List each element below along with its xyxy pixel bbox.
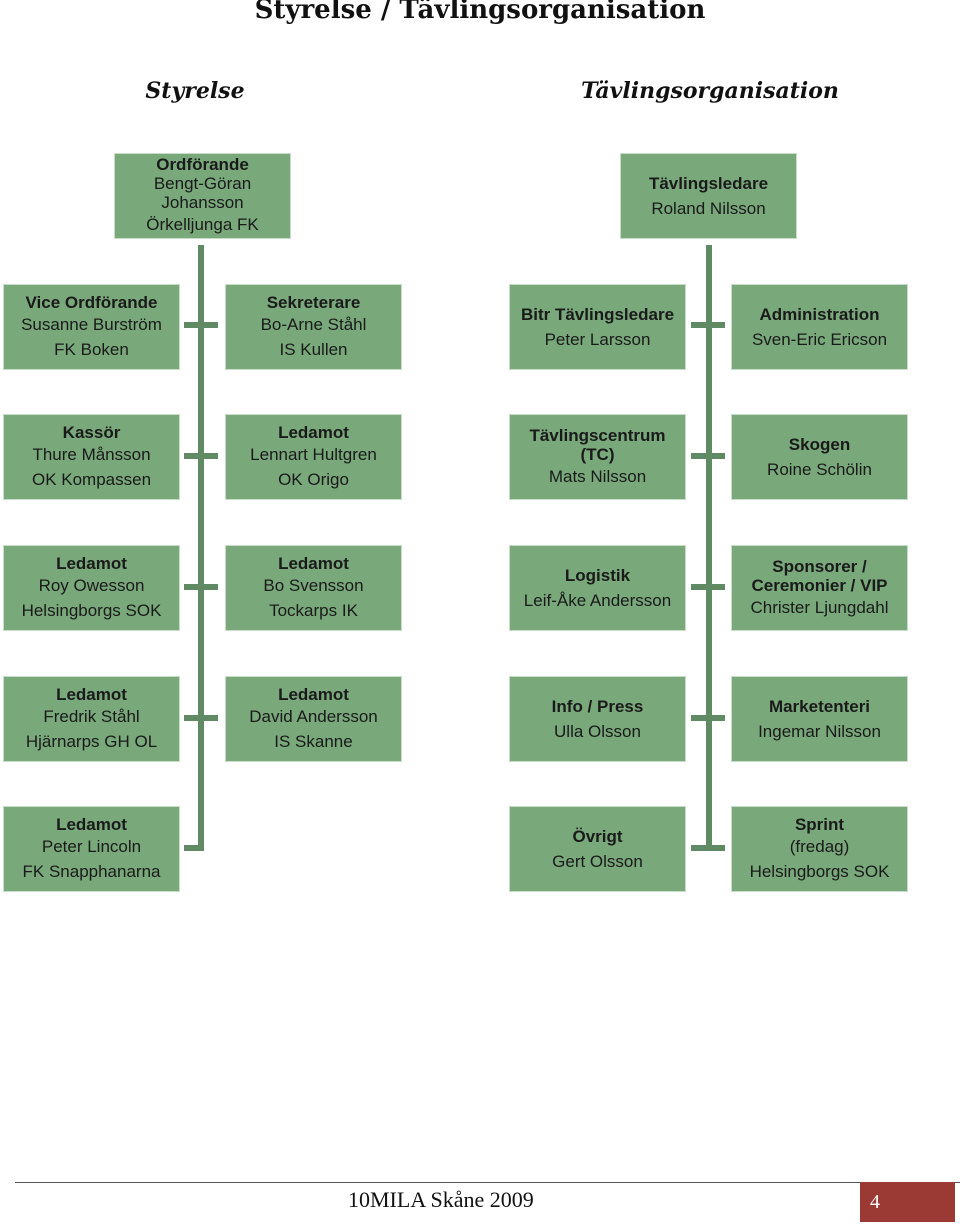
role-label: Tävlingsledare [648,174,769,193]
role-label: Bitr Tävlingsledare [520,305,675,324]
page-number: 4 [860,1182,955,1222]
box-text: Helsingborgs SOK [21,600,162,620]
role-label: Kassör [62,422,121,442]
tavling-trunk-line [706,245,712,851]
box-text: OK Origo [278,469,349,489]
box-text: Susanne Burström [21,314,162,334]
role-label: Sekreterare [266,292,361,312]
connector-line [184,584,218,590]
footer-text: 10MILA Skåne 2009 [348,1187,534,1212]
box-text: Örkelljunga FK [146,215,259,234]
styrelse-trunk-line [198,245,204,851]
role-label: Vice Ordförande [25,292,158,312]
role-label: Ledamot [278,553,349,573]
role-label: Övrigt [572,827,623,846]
box-text: Bo-Arne Ståhl [260,314,367,334]
connector-line [184,322,218,328]
org-box-tavlingsledare: Tävlingsledare Roland Nilsson [620,153,797,239]
org-box-marketenteri: Marketenteri Ingemar Nilsson [731,676,908,762]
role-label: Logistik [564,566,631,585]
role-label: Ledamot [278,422,349,442]
org-box-administration: Administration Sven-Eric Ericson [731,284,908,370]
box-text: Lennart Hultgren [250,444,377,464]
org-box-ovrigt: Övrigt Gert Olsson [509,806,686,892]
box-text: Fredrik Ståhl [43,706,140,726]
connector-line [691,322,725,328]
box-text: IS Skanne [274,731,353,751]
styrelse-title: Styrelse [145,78,245,104]
org-box-ledamot: Ledamot David Andersson IS Skanne [225,676,402,762]
org-box-kassor: Kassör Thure Månsson OK Kompassen [3,414,180,500]
org-box-sponsorer: Sponsorer / Ceremonier / VIP Christer Lj… [731,545,908,631]
org-box-skogen: Skogen Roine Schölin [731,414,908,500]
org-box-logistik: Logistik Leif-Åke Andersson [509,545,686,631]
org-box-ledamot: Ledamot Bo Svensson Tockarps IK [225,545,402,631]
box-text: Leif-Åke Andersson [523,591,672,610]
box-text: Hjärnarps GH OL [25,731,158,751]
role-label: Sponsorer / Ceremonier / VIP [751,556,888,595]
box-text: Bengt-Göran Johansson [153,174,252,212]
role-label: Ledamot [56,684,127,704]
role-label: Ordförande [156,155,249,174]
box-text: Gert Olsson [552,852,643,871]
box-text: Helsingborgs SOK [749,861,890,881]
box-text: Roland Nilsson [651,199,766,218]
box-text: Ingemar Nilsson [758,722,881,741]
box-text: IS Kullen [279,339,348,359]
role-label: Skogen [788,435,851,454]
page-title: Styrelse / Tävlingsorganisation [254,0,706,25]
connector-line [691,584,725,590]
box-text: (fredag) [789,836,850,856]
role-label: Tävlingscentrum (TC) [529,425,666,464]
box-text: Ulla Olsson [554,722,641,741]
box-text: Mats Nilsson [548,466,647,486]
box-text: Tockarps IK [269,600,358,620]
org-box-ordforande: Ordförande Bengt-Göran Johansson Örkellj… [114,153,291,239]
box-text: Roy Owesson [38,575,145,595]
connector-line [184,715,218,721]
role-label: Marketenteri [768,697,871,716]
org-box-ledamot: Ledamot Roy Owesson Helsingborgs SOK [3,545,180,631]
org-box-bitr-tavlingsledare: Bitr Tävlingsledare Peter Larsson [509,284,686,370]
org-box-sekreterare: Sekreterare Bo-Arne Ståhl IS Kullen [225,284,402,370]
role-label: Ledamot [56,553,127,573]
role-label: Ledamot [278,684,349,704]
org-box-sprint: Sprint (fredag) Helsingborgs SOK [731,806,908,892]
org-box-ledamot: Ledamot Peter Lincoln FK Snapphanarna [3,806,180,892]
org-box-ledamot: Ledamot Fredrik Ståhl Hjärnarps GH OL [3,676,180,762]
connector-line [691,453,725,459]
role-label: Info / Press [551,697,644,716]
connector-line [691,845,725,851]
org-box-vice-ordforande: Vice Ordförande Susanne Burström FK Boke… [3,284,180,370]
org-box-ledamot: Ledamot Lennart Hultgren OK Origo [225,414,402,500]
org-box-info-press: Info / Press Ulla Olsson [509,676,686,762]
box-text: FK Snapphanarna [22,861,161,881]
box-text: OK Kompassen [31,469,152,489]
connector-line [691,715,725,721]
box-text: Roine Schölin [767,460,872,479]
role-label: Sprint [794,814,845,834]
box-text: Christer Ljungdahl [750,597,889,617]
footer-divider [15,1182,960,1183]
box-text: David Andersson [249,706,378,726]
tavlingsorganisation-title: Tävlingsorganisation [581,78,839,104]
box-text: Sven-Eric Ericson [751,330,888,349]
box-text: Peter Lincoln [41,836,142,856]
box-text: Bo Svensson [263,575,364,595]
box-text: FK Boken [54,339,129,359]
connector-line [184,453,218,459]
role-label: Administration [759,305,880,324]
connector-line [184,845,204,851]
role-label: Ledamot [56,814,127,834]
box-text: Peter Larsson [544,330,651,349]
org-box-tavlingscentrum: Tävlingscentrum (TC) Mats Nilsson [509,414,686,500]
box-text: Thure Månsson [32,444,151,464]
